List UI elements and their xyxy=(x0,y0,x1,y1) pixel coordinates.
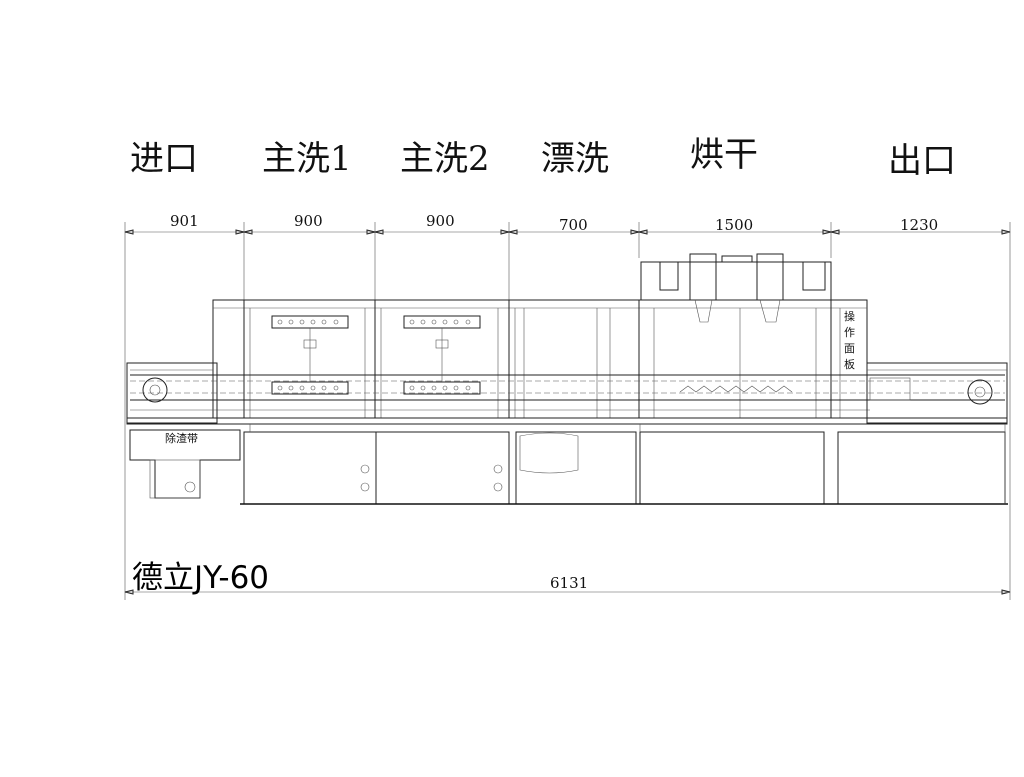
section-title-outlet: 出口 xyxy=(888,141,956,181)
section-title-inlet: 进口 xyxy=(130,139,198,179)
dimension-total: 6131 xyxy=(550,574,588,592)
dimension-inlet: 901 xyxy=(170,212,199,230)
dimension-main-wash-1: 900 xyxy=(294,212,323,230)
svg-text:面: 面 xyxy=(844,342,855,355)
svg-text:操: 操 xyxy=(844,309,855,323)
dimension-main-wash-2: 900 xyxy=(426,212,455,230)
section-title-drying: 烘干 xyxy=(690,135,758,175)
slag-belt-label: 除渣带 xyxy=(165,431,198,445)
svg-text:作: 作 xyxy=(844,326,855,339)
control-panel-label: 操 作 面 板 xyxy=(844,309,855,371)
section-title-main-wash-2: 主洗2 xyxy=(400,139,490,179)
dimension-drying: 1500 xyxy=(715,216,753,234)
model-label: 德立JY-60 xyxy=(132,560,269,596)
dimension-rinse: 700 xyxy=(559,216,588,234)
bottom-dimension xyxy=(124,589,1011,595)
dimension-outlet: 1230 xyxy=(900,216,938,234)
machine-body xyxy=(126,253,1008,505)
top-dimension-chain xyxy=(124,222,1011,600)
section-title-main-wash-1: 主洗1 xyxy=(262,139,352,179)
svg-text:板: 板 xyxy=(844,357,855,371)
section-title-rinse: 漂洗 xyxy=(541,139,609,179)
